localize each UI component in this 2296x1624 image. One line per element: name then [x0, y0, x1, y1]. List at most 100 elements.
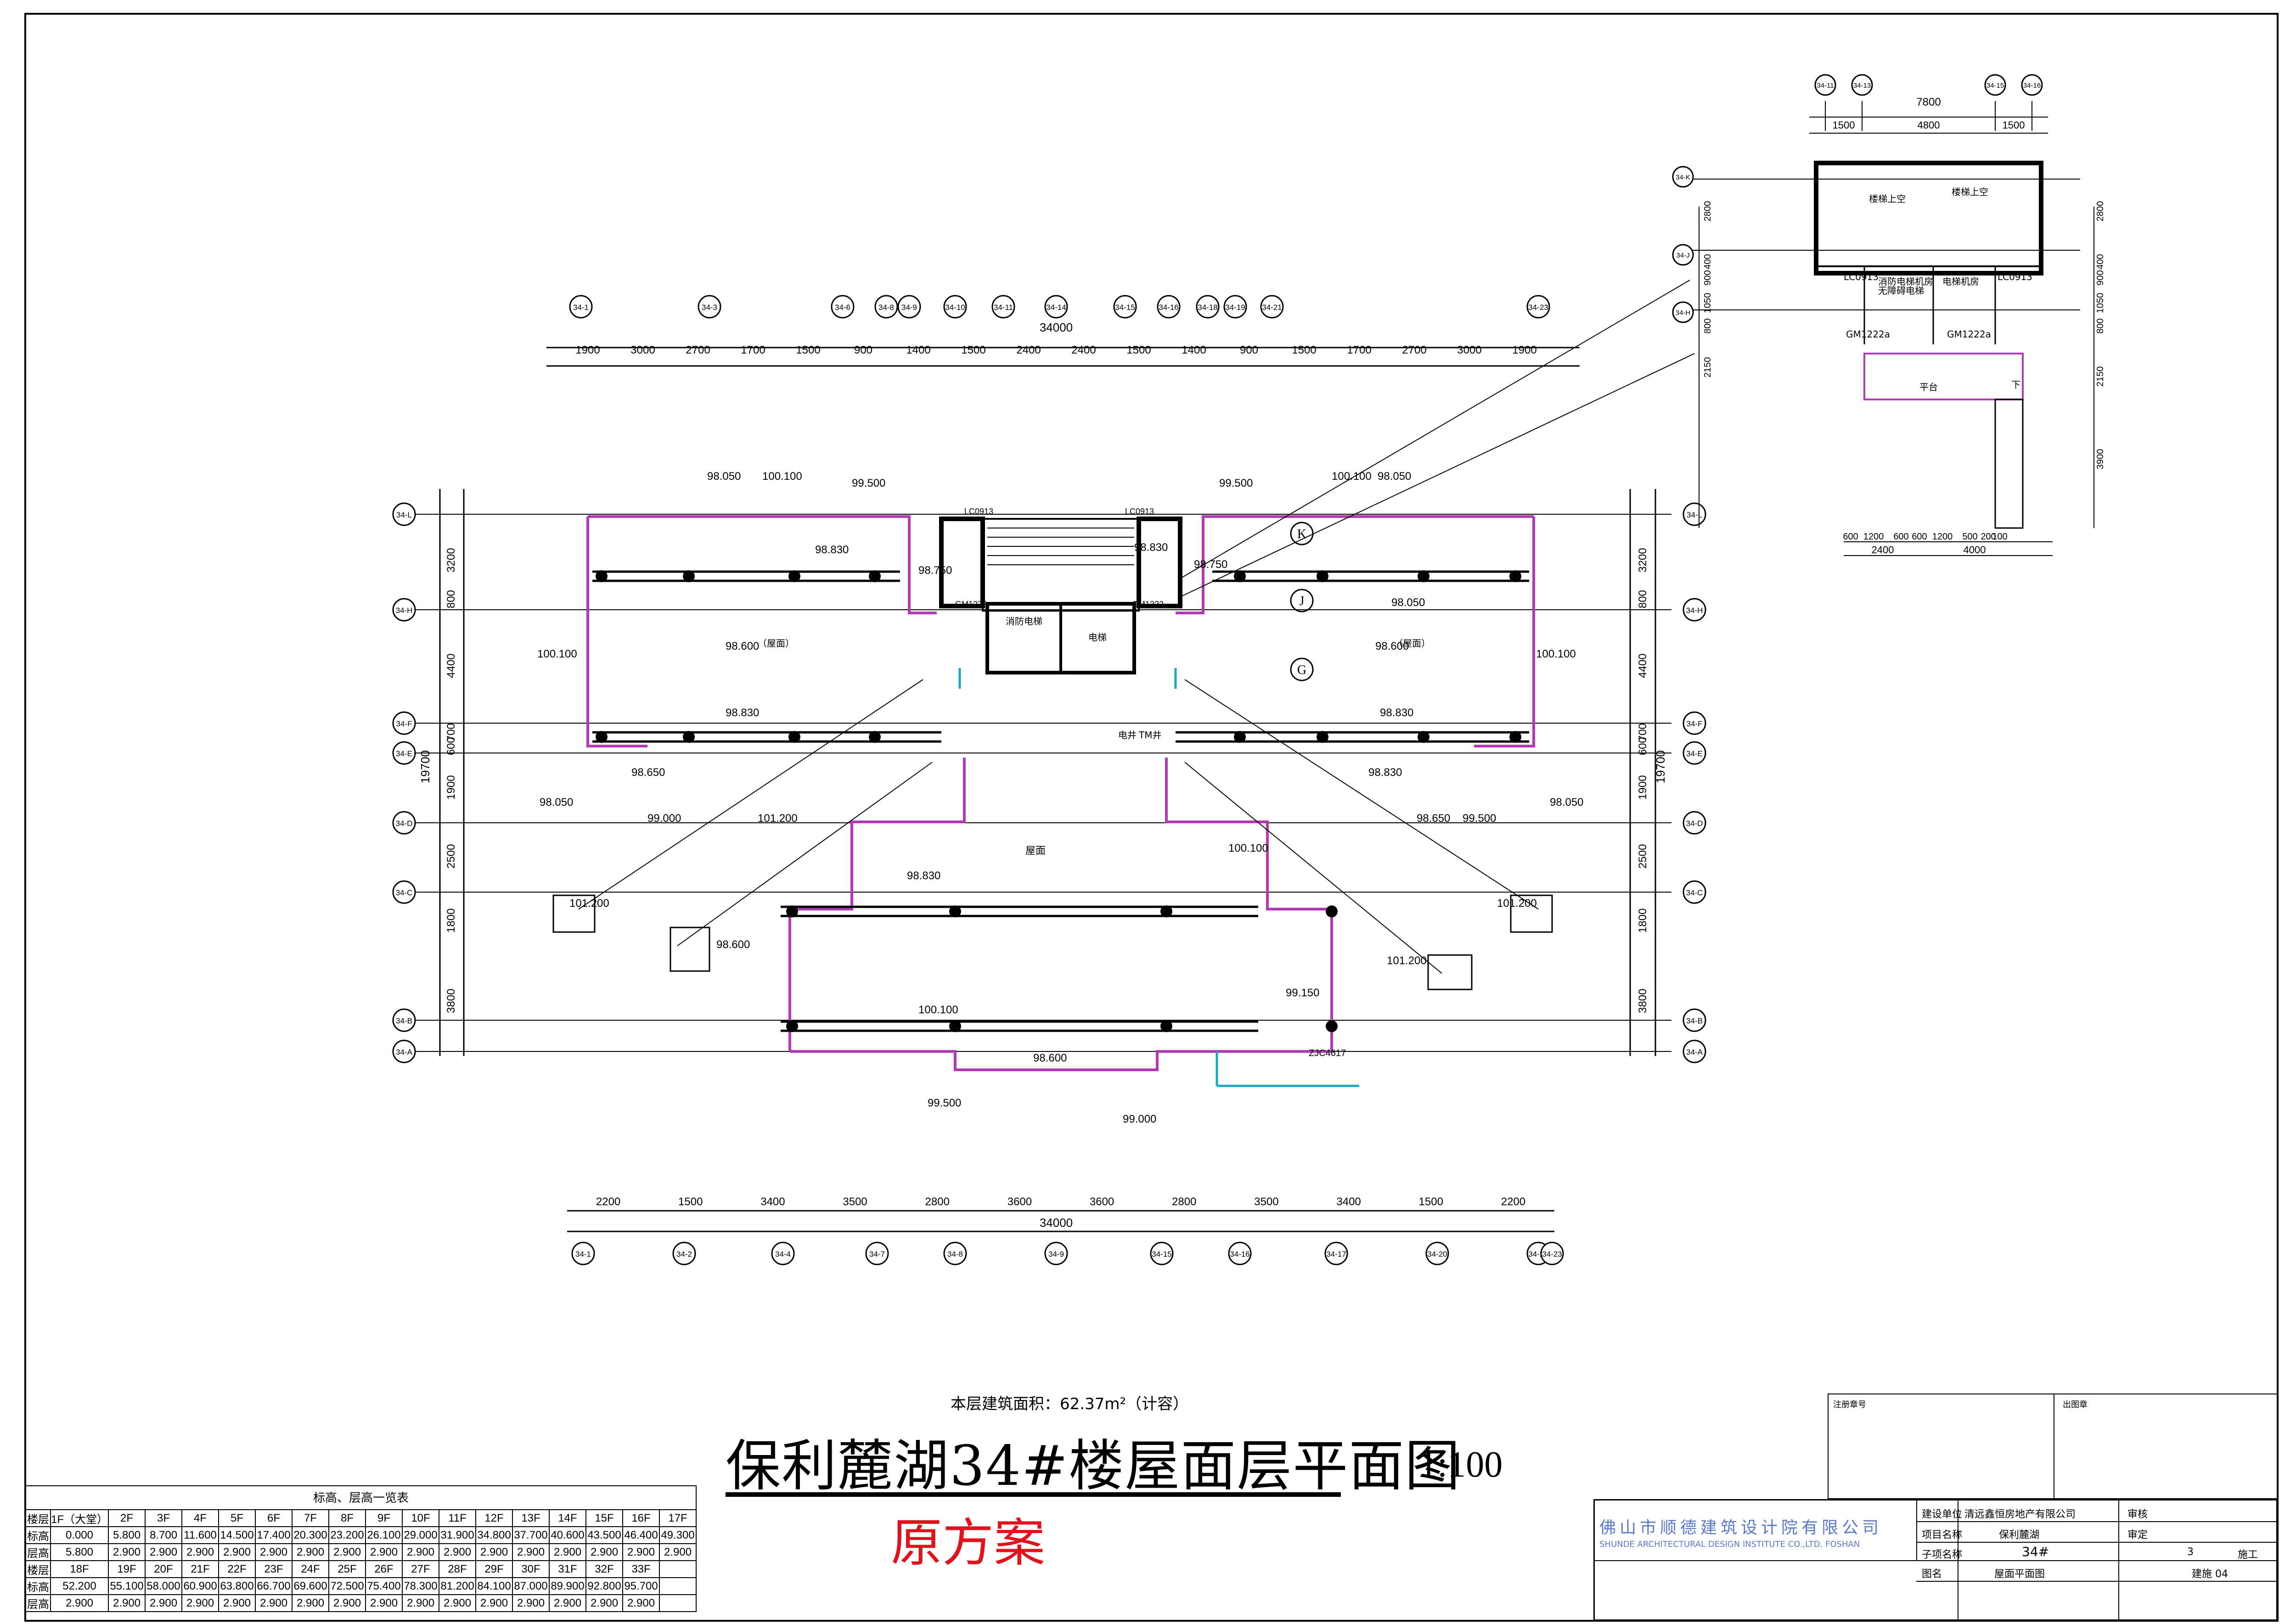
- inset-bottom-subtotal: 2400: [1872, 544, 1894, 556]
- bottom-dim-segment: 3400: [760, 1196, 785, 1208]
- floor-table-cell: 2F: [108, 1509, 146, 1527]
- bottom-axis-label: 34-2: [676, 1250, 692, 1259]
- floor-table-cell: 32F: [585, 1560, 624, 1578]
- right-axis-label: 34-E: [1686, 749, 1703, 758]
- top-axis-label: 34-18: [1198, 303, 1217, 312]
- area-note: 本层建筑面积：62.37m²（计容）: [951, 1395, 1189, 1413]
- left-axis-bubble: [392, 811, 416, 835]
- elevation-value: 98.650: [631, 766, 665, 779]
- inset-label: 消防电梯机房: [1878, 276, 1933, 287]
- top-axis-label: 34-3: [702, 303, 717, 312]
- floor-table-cell: 27F: [402, 1560, 440, 1578]
- top-axis-label: 34-15: [1115, 303, 1135, 312]
- floor-table-cell: [659, 1594, 697, 1612]
- floor-table-cell: 52.200: [50, 1577, 109, 1595]
- top-dim-segment: 1700: [1347, 344, 1371, 356]
- bottom-dim-segment: 3500: [1254, 1196, 1278, 1208]
- elevation-value: 101.200: [1497, 897, 1537, 910]
- inset-axis-bubble: [1814, 74, 1836, 96]
- top-dim-segment: 2400: [1071, 344, 1096, 356]
- roof-finish-right: （屋面）: [1394, 638, 1430, 649]
- inset-right-segment: 900: [2095, 270, 2105, 285]
- floor-table-cell: 2.900: [475, 1594, 513, 1612]
- floor-table-cell: 2.900: [402, 1594, 440, 1612]
- inset-left-segment: 2800: [1703, 201, 1713, 222]
- shaft-label: 电井: [1118, 730, 1137, 741]
- bottom-axis-label: 34-8: [947, 1250, 963, 1259]
- floor-table-cell: 2.900: [218, 1543, 256, 1561]
- top-axis-bubble: [874, 295, 898, 319]
- floor-table-cell: 20.300: [292, 1526, 330, 1544]
- top-axis-bubble: [1260, 295, 1284, 319]
- floor-table-cell: 2.900: [585, 1543, 624, 1561]
- elevator2-label: 电梯: [1088, 632, 1107, 643]
- floor-table-cell: 0.000: [50, 1526, 109, 1544]
- top-dim-segment: 1900: [1512, 344, 1536, 356]
- inset-axis-label: 34-16: [2023, 82, 2041, 90]
- bottom-axis-bubble: [1425, 1242, 1449, 1265]
- top-axis-bubble: [831, 295, 855, 319]
- tube-label: TM井: [1138, 730, 1161, 741]
- right-axis-bubble: [1683, 711, 1706, 735]
- elevation-value: 100.100: [762, 470, 802, 483]
- bottom-axis-bubble: [1324, 1242, 1348, 1265]
- elevation-value: 98.830: [815, 544, 849, 556]
- window-lc-right: LC0913: [1125, 507, 1154, 516]
- floor-table-cell: 2.900: [365, 1594, 403, 1612]
- bottom-dim-segment: 2800: [925, 1196, 950, 1208]
- floor-table-cell: 22F: [218, 1560, 256, 1578]
- inset-right-segment: 3900: [2095, 449, 2105, 470]
- inset-right-segment: 800: [2095, 318, 2105, 333]
- floor-table-cell: 81.200: [439, 1577, 477, 1595]
- title-underline: [726, 1492, 1341, 1497]
- floor-table-cell: 11.600: [181, 1526, 219, 1544]
- left-axis-bubble: [392, 598, 416, 622]
- floor-table-cell: 楼层: [25, 1560, 51, 1578]
- right-dim-segment: 600: [1637, 737, 1649, 755]
- right-axis-label: 34-L: [1687, 511, 1702, 519]
- floor-table-cell: 2.900: [622, 1543, 660, 1561]
- bottom-axis-bubble: [1150, 1242, 1174, 1265]
- elevation-value: 99.500: [928, 1097, 961, 1109]
- approve-label: 审核: [2127, 1509, 2148, 1520]
- bottom-axis-label: 34-20: [1427, 1250, 1447, 1259]
- floor-table-cell: 29.000: [402, 1526, 440, 1544]
- left-dim-segment: 800: [445, 590, 457, 608]
- inset-right-segment: 400: [2095, 254, 2105, 269]
- right-axis-bubble: [1683, 1008, 1706, 1032]
- right-dim-segment: 1900: [1637, 775, 1649, 799]
- firm-name: 佛山市顺德建筑设计院有限公司: [1599, 1518, 1883, 1537]
- floor-table-cell: 2.900: [181, 1594, 219, 1612]
- left-axis-label: 34-L: [396, 511, 412, 519]
- floor-table-cell: 31.900: [439, 1526, 477, 1544]
- floor-table-cell: 2.900: [402, 1543, 440, 1561]
- right-dim-segment: 3800: [1637, 989, 1649, 1013]
- left-dim-segment: 1800: [445, 908, 457, 933]
- inset-bottom-subtotal: 4000: [1964, 544, 1986, 556]
- right-axis-label: 34-B: [1686, 1017, 1703, 1025]
- floor-table-cell: 2.900: [585, 1594, 624, 1612]
- floor-table-cell: 1F（大堂）: [50, 1509, 109, 1527]
- floor-table-cell: 2.900: [475, 1543, 513, 1561]
- floor-table-cell: 66.700: [255, 1577, 293, 1595]
- floor-table-cell: 标高: [25, 1526, 51, 1544]
- title-block: 佛山市顺德建筑设计院有限公司 SHUNDE ARCHITECTURAL DESI…: [1593, 1499, 2278, 1621]
- inset-left-segment: 2150: [1703, 357, 1713, 378]
- floor-table-cell: 2.900: [181, 1543, 219, 1561]
- floor-table-cell: 24F: [292, 1560, 330, 1578]
- roof-finish-left: （屋面）: [758, 638, 794, 649]
- bottom-dim-segment: 2800: [1172, 1196, 1196, 1208]
- project-name: 保利麓湖: [1999, 1529, 2040, 1541]
- floor-table-cell: 84.100: [475, 1577, 513, 1595]
- floor-table-cell: 楼层: [25, 1509, 51, 1527]
- floor-table-cell: 28F: [439, 1560, 477, 1578]
- top-axis-bubble: [1526, 295, 1550, 319]
- inset-right-segment: 2800: [2095, 201, 2105, 222]
- zjc-label: ZJC4617: [1309, 1048, 1346, 1058]
- elevation-value: 98.830: [1380, 707, 1413, 719]
